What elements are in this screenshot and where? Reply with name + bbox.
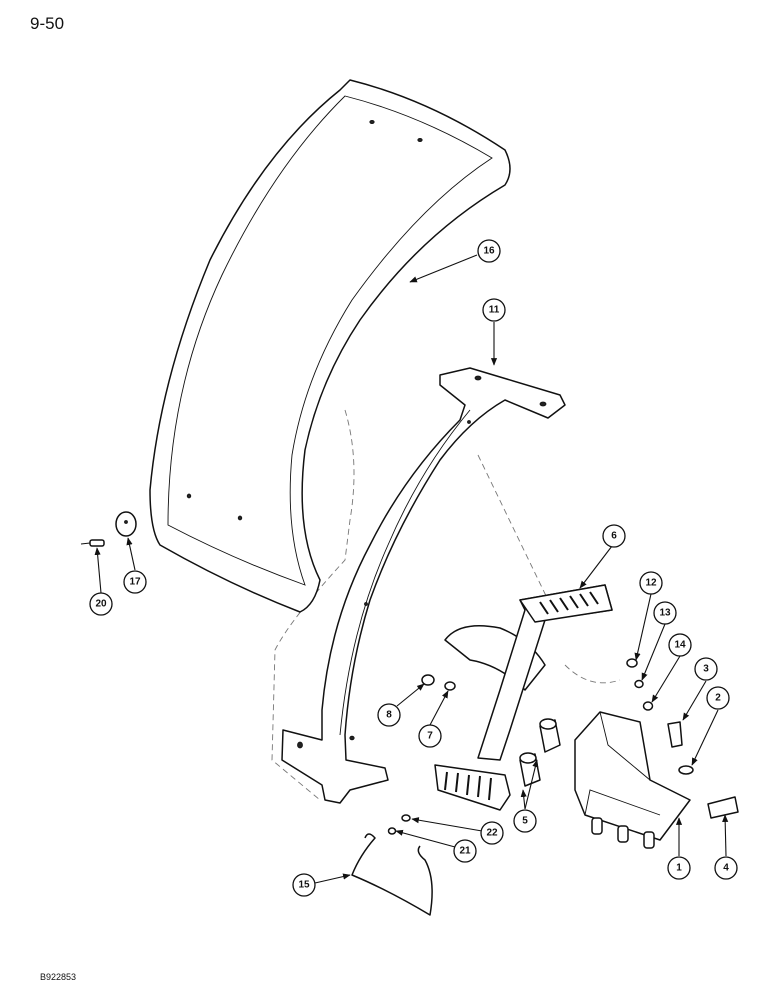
svg-text:2: 2 bbox=[715, 693, 721, 704]
callout-16: 16 bbox=[477, 239, 501, 263]
callout-2: 2 bbox=[706, 686, 730, 710]
fender-16 bbox=[149, 79, 511, 613]
svg-text:11: 11 bbox=[489, 305, 500, 316]
svg-text:3: 3 bbox=[703, 664, 709, 675]
svg-text:21: 21 bbox=[459, 846, 471, 857]
reference-code: B922853 bbox=[40, 972, 77, 982]
svg-text:22: 22 bbox=[486, 828, 498, 839]
hidden-outline bbox=[271, 409, 355, 801]
svg-text:13: 13 bbox=[659, 608, 671, 619]
callout-22: 22 bbox=[480, 821, 504, 845]
callout-13: 13 bbox=[653, 601, 677, 625]
callout-20: 20 bbox=[89, 592, 113, 616]
svg-text:15: 15 bbox=[298, 880, 310, 891]
svg-text:17: 17 bbox=[129, 577, 141, 588]
callout-12: 12 bbox=[639, 571, 663, 595]
spring-clip-15 bbox=[351, 833, 433, 916]
mount-bracket-1 bbox=[574, 711, 691, 849]
callout-1: 1 bbox=[667, 856, 691, 880]
bracket-11 bbox=[281, 367, 566, 804]
callout-17: 17 bbox=[123, 570, 147, 594]
callout-14: 14 bbox=[668, 633, 692, 657]
callout-4: 4 bbox=[714, 856, 738, 880]
svg-text:14: 14 bbox=[674, 640, 686, 651]
svg-text:12: 12 bbox=[645, 578, 657, 589]
svg-text:5: 5 bbox=[522, 816, 528, 827]
callout-5: 5 bbox=[513, 809, 537, 833]
callout-11: 11 bbox=[482, 298, 506, 322]
bushings-5 bbox=[519, 718, 561, 787]
svg-text:6: 6 bbox=[611, 531, 617, 542]
callout-6: 6 bbox=[602, 524, 626, 548]
callout-15: 15 bbox=[292, 873, 316, 897]
svg-text:4: 4 bbox=[723, 863, 729, 874]
callout-3: 3 bbox=[694, 657, 718, 681]
page-number: 9-50 bbox=[30, 14, 65, 33]
leader-lines bbox=[94, 254, 729, 884]
svg-text:1: 1 bbox=[676, 863, 682, 874]
hardware bbox=[80, 511, 739, 835]
callout-8: 8 bbox=[377, 703, 401, 727]
svg-text:8: 8 bbox=[386, 710, 392, 721]
svg-text:7: 7 bbox=[427, 731, 433, 742]
step-6 bbox=[434, 584, 613, 811]
callout-7: 7 bbox=[418, 724, 442, 748]
callout-21: 21 bbox=[453, 839, 477, 863]
svg-text:16: 16 bbox=[483, 246, 495, 257]
svg-text:20: 20 bbox=[95, 599, 107, 610]
